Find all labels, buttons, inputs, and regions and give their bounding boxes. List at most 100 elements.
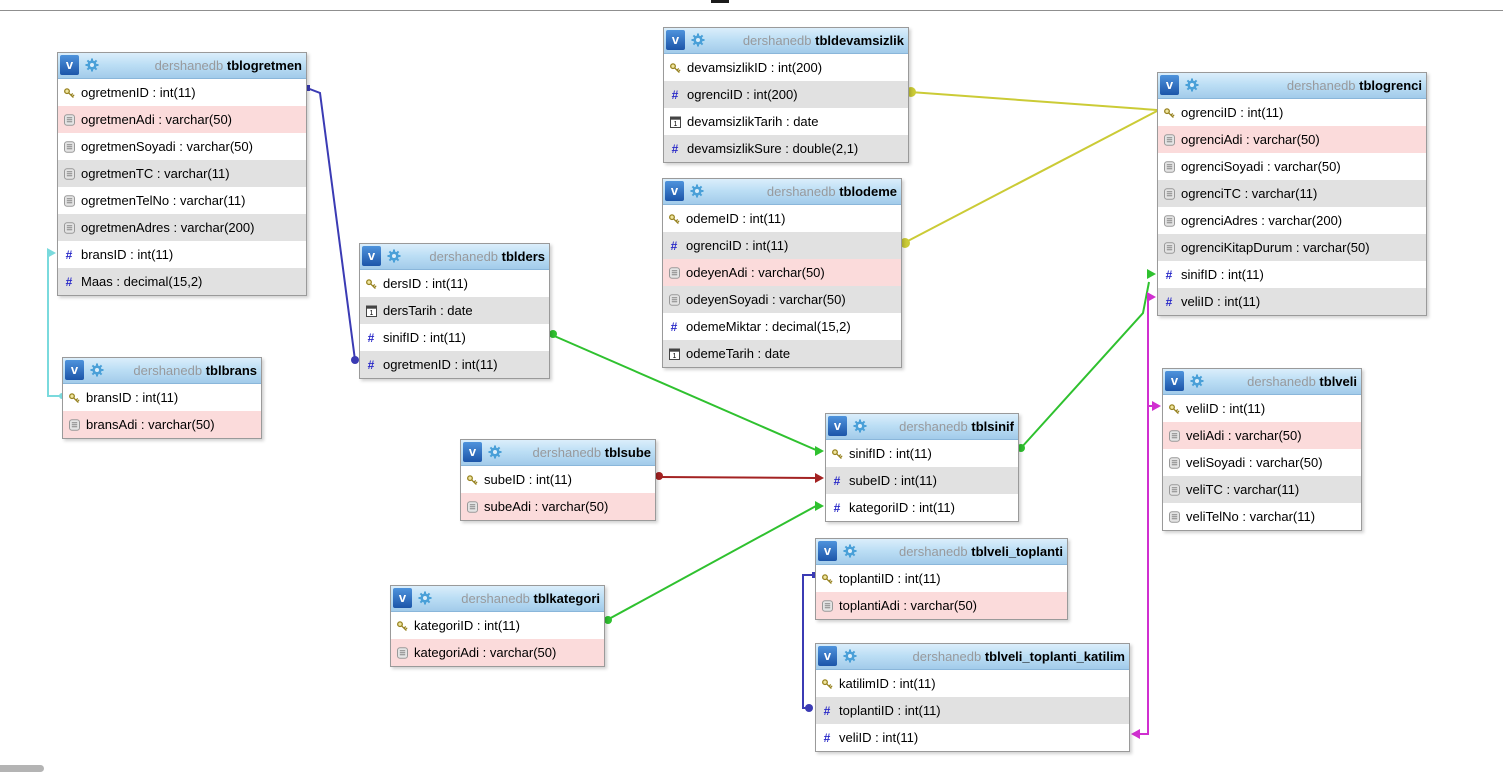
column-ogrenciID[interactable]: #ogrenciID : int(200): [664, 81, 908, 108]
column-ogrenciAdi[interactable]: ogrenciAdi : varchar(50): [1158, 126, 1426, 153]
gear-icon[interactable]: [1184, 77, 1200, 93]
column-kategoriID[interactable]: #kategoriID : int(11): [826, 494, 1018, 521]
relation-tblveli_toplanti_katilim-tblveli[interactable]: [1131, 401, 1161, 739]
gear-icon[interactable]: [689, 183, 705, 199]
column-subeID[interactable]: #subeID : int(11): [826, 467, 1018, 494]
column-veliTC[interactable]: veliTC : varchar(11): [1163, 476, 1361, 503]
column-ogretmenSoyadi[interactable]: ogretmenSoyadi : varchar(50): [58, 133, 306, 160]
gear-icon[interactable]: [89, 362, 105, 378]
gear-icon[interactable]: [842, 543, 858, 559]
column-dersID[interactable]: dersID : int(11): [360, 270, 549, 297]
relation-tblodeme-tblogrenci[interactable]: [900, 110, 1158, 248]
column-ogretmenTelNo[interactable]: ogretmenTelNo : varchar(11): [58, 187, 306, 214]
toggle-view-badge[interactable]: v: [65, 360, 84, 380]
column-kategoriID[interactable]: kategoriID : int(11): [391, 612, 604, 639]
column-katilimID[interactable]: katilimID : int(11): [816, 670, 1129, 697]
column-ogrenciAdres[interactable]: ogrenciAdres : varchar(200): [1158, 207, 1426, 234]
toggle-view-badge[interactable]: v: [463, 442, 482, 462]
toggle-view-badge[interactable]: v: [818, 541, 837, 561]
column-subeAdi[interactable]: subeAdi : varchar(50): [461, 493, 655, 520]
column-veliID[interactable]: veliID : int(11): [1163, 395, 1361, 422]
column-toplantiAdi[interactable]: toplantiAdi : varchar(50): [816, 592, 1067, 619]
column-bransAdi[interactable]: bransAdi : varchar(50): [63, 411, 261, 438]
column-devamsizlikID[interactable]: devamsizlikID : int(200): [664, 54, 908, 81]
gear-icon[interactable]: [487, 444, 503, 460]
toggle-view-badge[interactable]: v: [828, 416, 847, 436]
gear-icon[interactable]: [386, 248, 402, 264]
column-ogrenciID[interactable]: ogrenciID : int(11): [1158, 99, 1426, 126]
relation-tbldevamsizlik-tblogrenci[interactable]: [906, 87, 1158, 111]
gear-icon[interactable]: [84, 57, 100, 73]
relation-tblsinif-tblsube[interactable]: [655, 472, 824, 483]
column-veliAdi[interactable]: veliAdi : varchar(50): [1163, 422, 1361, 449]
column-kategoriAdi[interactable]: kategoriAdi : varchar(50): [391, 639, 604, 666]
gear-icon[interactable]: [852, 418, 868, 434]
column-ogretmenID[interactable]: #ogretmenID : int(11): [360, 351, 549, 378]
column-ogretmenAdi[interactable]: ogretmenAdi : varchar(50): [58, 106, 306, 133]
horizontal-scrollbar-thumb[interactable]: [0, 765, 44, 772]
relation-tblders-tblsinif[interactable]: [549, 330, 824, 456]
toggle-view-badge[interactable]: v: [60, 55, 79, 75]
relation-tblders-tblogretmen[interactable]: [304, 85, 359, 364]
column-ogrenciSoyadi[interactable]: ogrenciSoyadi : varchar(50): [1158, 153, 1426, 180]
column-bransID[interactable]: #bransID : int(11): [58, 241, 306, 268]
column-veliID[interactable]: #veliID : int(11): [1158, 288, 1426, 315]
column-ogrenciID[interactable]: #ogrenciID : int(11): [663, 232, 901, 259]
gear-icon[interactable]: [1189, 373, 1205, 389]
column-odeyenSoyadi[interactable]: odeyenSoyadi : varchar(50): [663, 286, 901, 313]
toggle-view-badge[interactable]: v: [362, 246, 381, 266]
column-odemeID[interactable]: odemeID : int(11): [663, 205, 901, 232]
gear-icon[interactable]: [842, 648, 858, 664]
toggle-view-badge[interactable]: v: [665, 181, 684, 201]
column-veliTelNo[interactable]: veliTelNo : varchar(11): [1163, 503, 1361, 530]
column-odemeMiktar[interactable]: #odemeMiktar : decimal(15,2): [663, 313, 901, 340]
column-toplantiID[interactable]: #toplantiID : int(11): [816, 697, 1129, 724]
relation-tblogrenci-tblveli[interactable]: [1147, 292, 1156, 406]
column-ogrenciTC[interactable]: ogrenciTC : varchar(11): [1158, 180, 1426, 207]
toggle-view-badge[interactable]: v: [1165, 371, 1184, 391]
column-bransID[interactable]: bransID : int(11): [63, 384, 261, 411]
gear-icon[interactable]: [690, 32, 706, 48]
column-ogretmenAdres[interactable]: ogretmenAdres : varchar(200): [58, 214, 306, 241]
toggle-view-badge[interactable]: v: [1160, 75, 1179, 95]
toggle-view-badge[interactable]: v: [818, 646, 837, 666]
column-veliID[interactable]: #veliID : int(11): [816, 724, 1129, 751]
column-ogretmenID[interactable]: ogretmenID : int(11): [58, 79, 306, 106]
relation-tblsinif-tblkategori[interactable]: [604, 501, 824, 624]
column-subeID[interactable]: subeID : int(11): [461, 466, 655, 493]
relation-tblogrenci-tblsinif[interactable]: [1017, 269, 1156, 452]
column-veliSoyadi[interactable]: veliSoyadi : varchar(50): [1163, 449, 1361, 476]
column-sinifID[interactable]: #sinifID : int(11): [1158, 261, 1426, 288]
column-Maas[interactable]: #Maas : decimal(15,2): [58, 268, 306, 295]
column-sinifID[interactable]: sinifID : int(11): [826, 440, 1018, 467]
column-ogrenciKitapDurum[interactable]: ogrenciKitapDurum : varchar(50): [1158, 234, 1426, 261]
column-ogretmenTC[interactable]: ogretmenTC : varchar(11): [58, 160, 306, 187]
column-toplantiID[interactable]: toplantiID : int(11): [816, 565, 1067, 592]
